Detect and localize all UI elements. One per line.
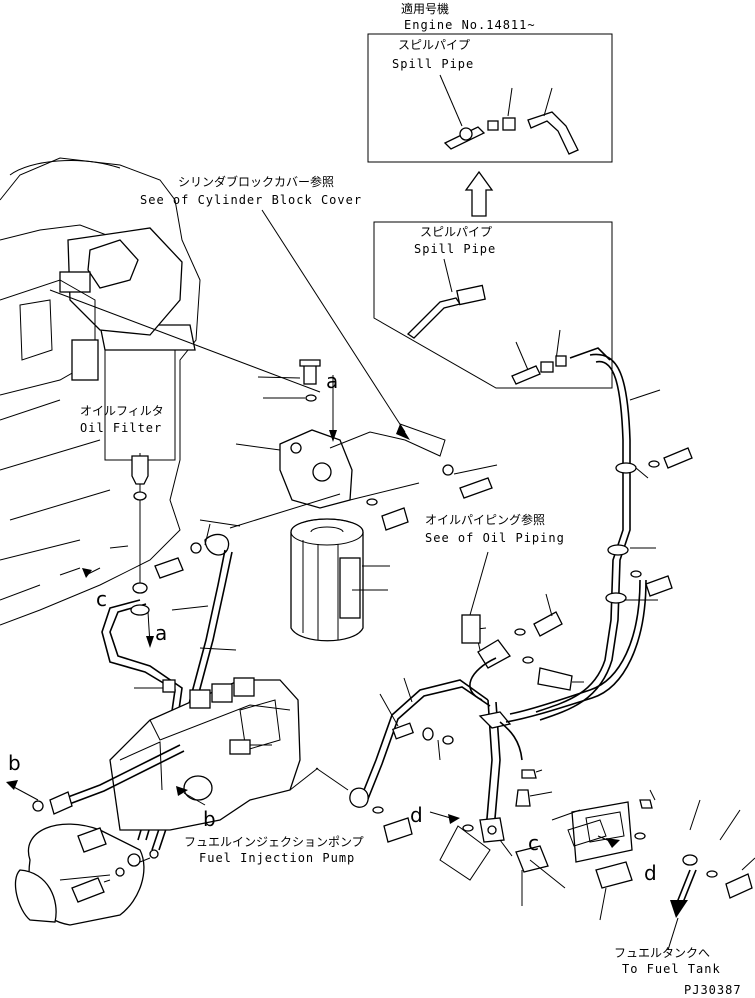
fuel-tank-label-en: To Fuel Tank [622, 962, 721, 976]
spill-pipe-label-jp: スピルパイプ [420, 225, 492, 239]
fuel-pipe-center: d [289, 579, 647, 906]
ref-letter-b-pump: b [203, 807, 216, 831]
spill-pipe-label-en: Spill Pipe [414, 242, 496, 256]
fuel-injection-pump [14, 677, 301, 926]
fuel-tank-label-jp: フュエルタンクへ [614, 946, 710, 960]
filter-head-bracket: a [229, 359, 498, 531]
cylinder-block-cover-ref-jp: シリンダブロックカバー参照 [178, 174, 334, 189]
pump-return-hose: b b [6, 744, 216, 877]
engine-block [0, 157, 201, 626]
oil-filter-label-en: Oil Filter [80, 421, 162, 435]
cylinder-block-cover-ref-en: See of Cylinder Block Cover [140, 193, 362, 207]
oil-piping-ref-en: See of Oil Piping [425, 531, 565, 545]
fuel-injection-pump-label-en: Fuel Injection Pump [199, 851, 355, 865]
oil-piping-ref-jp: オイルパイピング参照 [425, 512, 545, 527]
ref-letter-b-left: b [8, 751, 21, 775]
ref-letter-c-right: c [528, 831, 539, 855]
ref-letter-a-top: a [326, 369, 338, 393]
inset-spill-pipe-parts [439, 74, 579, 155]
applicable-title-jp: 適用号機 [401, 1, 449, 16]
oil-filter-cartridge [290, 518, 390, 642]
oil-filter-label-jp: オイルフィルタ [80, 404, 164, 418]
ref-letter-a-mid: a [155, 621, 167, 645]
fuel-injection-pump-label-jp: フュエルインジェクションポンプ [184, 835, 364, 849]
ref-letter-c-left: c [96, 587, 107, 611]
fuel-pipe-left: a c [82, 453, 241, 851]
drawing-number: PJ30387 [684, 983, 742, 997]
inset-spill-pipe-label-en: Spill Pipe [392, 57, 474, 71]
spill-pipe-right-run [535, 353, 693, 721]
applicable-engine-inset: 適用号機 Engine No.14811~ スピルパイプ Spill Pipe [367, 1, 613, 163]
spill-pipe-inset: スピルパイプ Spill Pipe [373, 221, 613, 389]
inset-spill-pipe-label-jp: スピルパイプ [398, 38, 470, 52]
applicable-inset-frame [367, 33, 613, 163]
tank-connector-bracket: c d [499, 789, 755, 951]
ref-letter-d-right: d [644, 861, 657, 885]
spill-pipe-inset-frame [373, 221, 613, 389]
update-arrow-icon [464, 170, 494, 217]
applicable-title-en: Engine No.14811~ [404, 18, 536, 32]
ref-letter-d-center: d [410, 803, 423, 827]
